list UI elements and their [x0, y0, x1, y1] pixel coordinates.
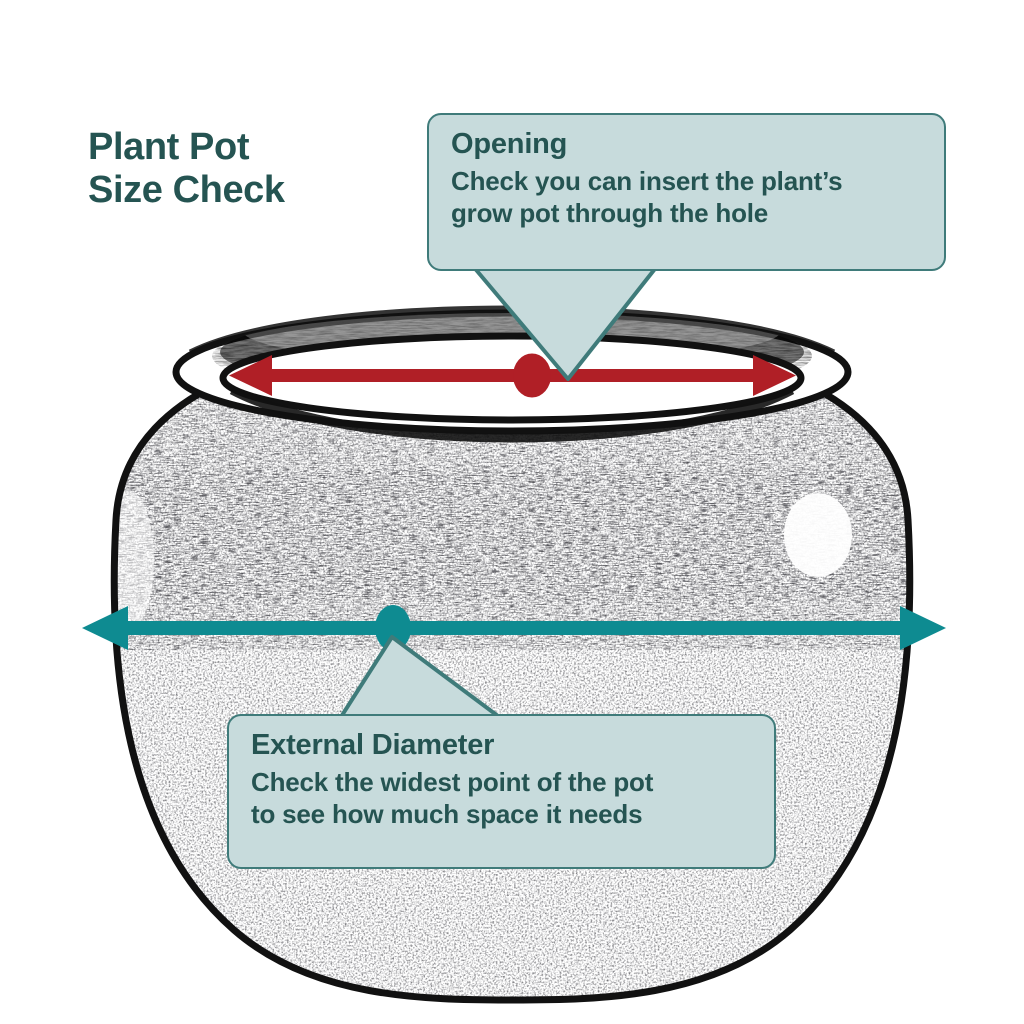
callout-opening: Opening Check you can insert the plant’s…	[427, 113, 946, 271]
pot-body-outline	[110, 330, 914, 1004]
callout-external-diameter: External Diameter Check the widest point…	[227, 714, 776, 869]
callout-opening-body: Check you can insert the plant’s grow po…	[451, 166, 843, 229]
pot-opening-shadow	[229, 386, 795, 443]
pot-rim-inner	[219, 332, 805, 424]
callout-external-diameter-body: Check the widest point of the pot to see…	[251, 767, 654, 830]
callout-opening-title: Opening	[451, 128, 568, 160]
page-title: Plant Pot Size Check	[88, 126, 285, 211]
callout-external-diameter-title: External Diameter	[251, 729, 495, 761]
